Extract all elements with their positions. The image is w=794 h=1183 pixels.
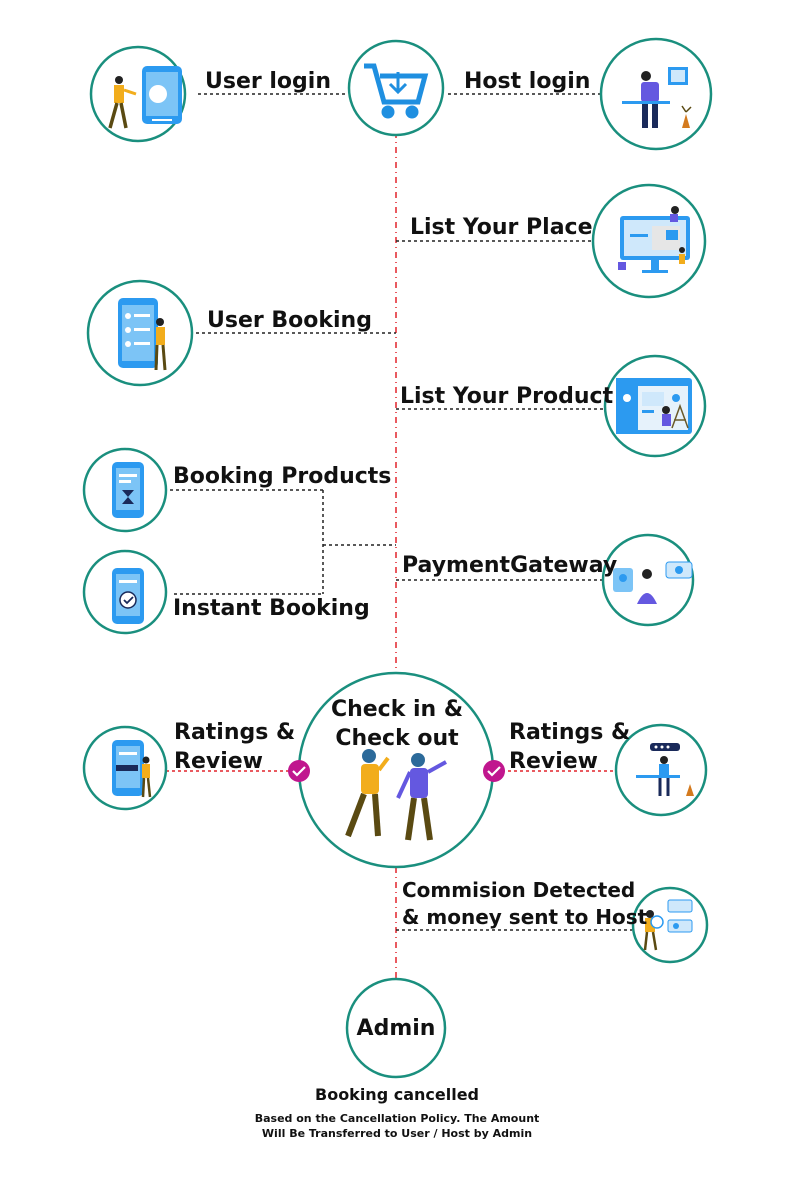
check-badge-icon bbox=[483, 760, 505, 782]
label-list-place: List Your Place bbox=[410, 215, 593, 240]
phone-check-icon bbox=[112, 568, 144, 624]
label-payment-gateway: PaymentGateway bbox=[402, 553, 618, 578]
payment-chat-icon bbox=[613, 561, 693, 604]
check-badge-icon bbox=[288, 760, 310, 782]
browser-product-icon bbox=[616, 378, 692, 434]
cancel-note-text: Based on the Cancellation Policy. The Am… bbox=[254, 1112, 540, 1140]
cart-download-icon bbox=[364, 63, 429, 119]
label-admin: Admin bbox=[356, 1016, 436, 1041]
two-people-icon bbox=[345, 749, 447, 841]
desk-host-icon bbox=[622, 67, 692, 128]
money-transfer-icon bbox=[643, 899, 693, 951]
circle-payment bbox=[601, 533, 695, 627]
label-list-product: List Your Product bbox=[400, 384, 614, 409]
monitor-listing-icon bbox=[618, 206, 690, 273]
label-commission: Commision Detected & money sent to Host bbox=[402, 878, 648, 929]
phone-hourglass-icon bbox=[112, 462, 144, 518]
desk-rating-icon bbox=[636, 743, 694, 796]
label-ratings-user: Ratings & Review bbox=[174, 720, 296, 774]
label-ratings-host: Ratings & Review bbox=[509, 720, 631, 774]
circle-admin bbox=[345, 977, 447, 1079]
label-instant-booking: Instant Booking bbox=[173, 596, 370, 621]
phone-rating-icon bbox=[112, 740, 152, 798]
phone-booking-icon bbox=[118, 298, 167, 371]
phone-user-icon bbox=[108, 66, 182, 129]
label-user-login: User login bbox=[205, 69, 331, 94]
label-user-booking: User Booking bbox=[207, 308, 372, 333]
label-host-login: Host login bbox=[464, 69, 591, 94]
cancel-note-title: Booking cancelled bbox=[315, 1085, 479, 1104]
label-checkin: Check in & Check out bbox=[330, 697, 464, 751]
label-booking-products: Booking Products bbox=[173, 464, 392, 489]
